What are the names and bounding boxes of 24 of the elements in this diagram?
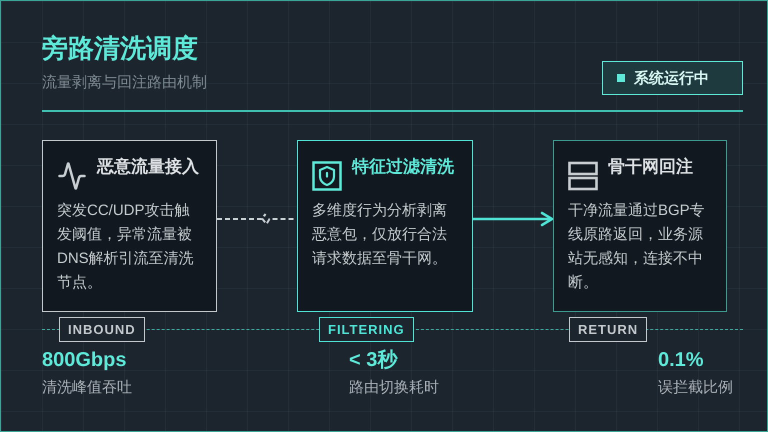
connector-line [217, 213, 296, 226]
card-description: 多维度行为分析剥离恶意包，仅放行合法请求数据至骨干网。 [312, 201, 448, 269]
card-description: 突发CC/UDP攻击触发阈值，异常流量被DNS解析引流至清洗节点。 [57, 201, 195, 293]
page-title: 旁路清洗调度 [42, 32, 198, 65]
status-badge [602, 61, 743, 95]
stat-value: 0.1% [658, 348, 704, 373]
process-card [42, 140, 217, 312]
stat-value: 800Gbps [42, 348, 126, 373]
subtitle: 流量剥离与回注路由机制 [42, 73, 207, 92]
process-card [297, 140, 473, 312]
stage-tag: INBOUND [59, 317, 145, 342]
stat-caption: 路由切换耗时 [349, 378, 439, 398]
stat-caption: 清洗峰值吞吐 [42, 378, 132, 398]
card-title: 特征过滤清洗 [352, 156, 454, 178]
arrow [473, 212, 554, 226]
card-title: 骨干网回注 [608, 156, 693, 178]
card-title: 恶意流量接入 [97, 156, 199, 178]
stat-caption: 误拦截比例 [658, 378, 733, 398]
stat-value: < 3秒 [349, 348, 398, 373]
card-description: 干净流量通过BGP专线原路返回，业务源站无感知，连接不中断。 [568, 201, 706, 293]
stage-tag: RETURN [569, 317, 648, 342]
stage-tag: FILTERING [319, 317, 414, 342]
process-card [553, 140, 727, 312]
status-text: 系统运行中 [634, 68, 709, 88]
